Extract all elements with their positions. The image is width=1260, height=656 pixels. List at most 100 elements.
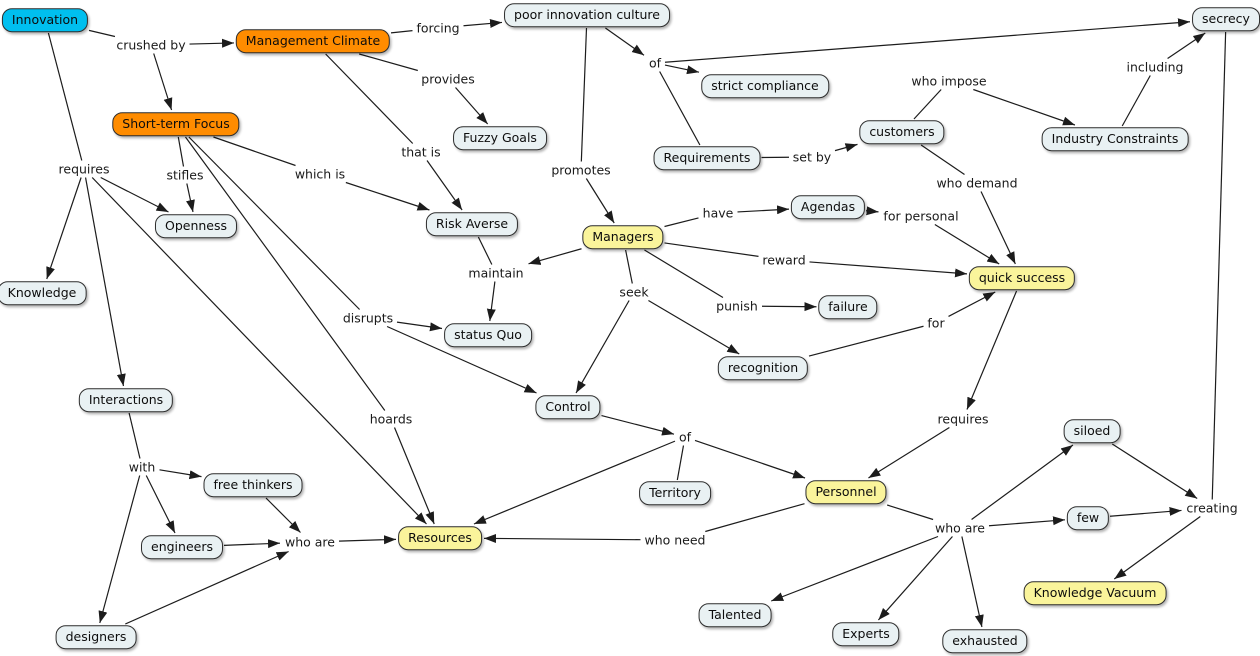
edge-customers-who-demand — [920, 144, 965, 175]
concept-node-customers[interactable]: customers — [859, 120, 945, 144]
edge-seek-control — [575, 300, 630, 394]
concept-node-fuzzy-goals[interactable]: Fuzzy Goals — [453, 126, 547, 150]
concept-node-engineers[interactable]: engineers — [141, 535, 223, 559]
edge-of2-territory — [676, 445, 685, 481]
concept-node-status-quo[interactable]: status Quo — [444, 323, 532, 347]
linking-phrase-forcing[interactable]: forcing — [413, 20, 463, 36]
linking-phrase-who-are1[interactable]: who are — [282, 534, 338, 550]
concept-node-few[interactable]: few — [1066, 506, 1110, 530]
concept-node-knowledge[interactable]: Knowledge — [0, 281, 87, 305]
edge-of2-personnel — [694, 439, 806, 479]
edge-who-are2-few — [988, 516, 1066, 527]
concept-node-interactions[interactable]: Interactions — [78, 388, 174, 412]
linking-phrase-maintain[interactable]: maintain — [465, 265, 527, 281]
linking-phrase-for-personal[interactable]: for personal — [880, 208, 962, 224]
edge-short-term-focus-disrupts — [188, 136, 361, 310]
linking-phrase-which-is[interactable]: which is — [291, 166, 349, 182]
concept-node-experts[interactable]: Experts — [832, 622, 900, 646]
linking-phrase-who-demand[interactable]: who demand — [933, 175, 1021, 191]
edge-risk-averse-maintain — [477, 236, 493, 265]
edge-crushed-by-short-term-focus — [153, 53, 173, 111]
linking-phrase-creating[interactable]: creating — [1183, 500, 1241, 516]
linking-phrase-of1[interactable]: of — [645, 55, 665, 71]
concept-node-agendas[interactable]: Agendas — [790, 195, 866, 219]
concept-node-siloed[interactable]: siloed — [1063, 419, 1121, 443]
linking-phrase-promotes[interactable]: promotes — [548, 162, 614, 178]
edge-of1-secrecy — [664, 18, 1191, 63]
edge-who-are2-exhausted — [961, 536, 984, 628]
edge-provides-fuzzy-goals — [455, 87, 489, 125]
edge-have-agendas — [737, 205, 790, 215]
concept-node-innovation[interactable]: Innovation — [1, 8, 89, 32]
linking-phrase-provides[interactable]: provides — [418, 71, 478, 87]
concept-node-openness[interactable]: Openness — [154, 214, 238, 238]
edge-requires1-resources — [91, 177, 427, 525]
linking-phrase-punish[interactable]: punish — [713, 298, 761, 314]
concept-node-recognition[interactable]: recognition — [717, 356, 809, 380]
concept-node-exhausted[interactable]: exhausted — [942, 629, 1028, 653]
linking-phrase-requires2[interactable]: requires — [934, 411, 992, 427]
concept-node-industry-constraints[interactable]: Industry Constraints — [1041, 127, 1189, 151]
concept-node-failure[interactable]: failure — [818, 295, 878, 319]
edge-stifles-openness — [186, 183, 195, 213]
linking-phrase-who-are2[interactable]: who are — [932, 520, 988, 536]
edge-promotes-managers — [585, 178, 615, 224]
edge-creating-knowledge-vacuum — [1113, 516, 1201, 580]
edge-few-creating — [1109, 506, 1182, 517]
edge-secrecy-creating — [1211, 31, 1227, 500]
edge-managers-have — [664, 217, 699, 228]
edge-managers-punish — [644, 249, 724, 299]
edge-hoards-resources — [393, 427, 435, 525]
edge-managers-reward — [664, 242, 759, 257]
linking-phrase-seek[interactable]: seek — [616, 284, 652, 300]
linking-phrase-for1[interactable]: for — [924, 315, 948, 331]
edge-personnel-who-need — [705, 503, 805, 533]
concept-node-quick-success[interactable]: quick success — [968, 266, 1076, 290]
concept-node-personnel[interactable]: Personnel — [805, 480, 887, 504]
linking-phrase-requires1[interactable]: requires — [55, 161, 113, 177]
linking-phrase-disrupts[interactable]: disrupts — [339, 310, 397, 326]
concept-node-short-term-focus[interactable]: Short-term Focus — [112, 112, 240, 136]
concept-node-knowledge-vacuum[interactable]: Knowledge Vacuum — [1023, 581, 1167, 605]
edge-innovation-crushed-by — [88, 29, 116, 38]
edge-including-secrecy — [1167, 32, 1206, 59]
concept-node-talented[interactable]: Talented — [698, 603, 772, 627]
edge-of1-requirements — [659, 71, 701, 146]
linking-phrase-crushed-by[interactable]: crushed by — [113, 37, 189, 53]
concept-node-managers[interactable]: Managers — [582, 225, 664, 249]
concept-node-territory[interactable]: Territory — [639, 481, 711, 505]
concept-node-designers[interactable]: designers — [55, 625, 137, 649]
linking-phrase-with1[interactable]: with — [125, 459, 159, 475]
concept-node-resources[interactable]: Resources — [398, 526, 482, 550]
linking-phrase-have[interactable]: have — [699, 205, 737, 221]
linking-phrase-hoards[interactable]: hoards — [366, 411, 416, 427]
edge-designers-who-are1 — [125, 550, 289, 625]
linking-phrase-of2[interactable]: of — [675, 429, 695, 445]
concept-node-management-climate[interactable]: Management Climate — [235, 29, 391, 53]
edge-innovation-requires1 — [47, 32, 83, 161]
edge-who-demand-quick-success — [980, 191, 1016, 265]
edge-who-are1-resources — [338, 535, 397, 545]
edge-engineers-who-are1 — [223, 539, 281, 549]
concept-node-requirements[interactable]: Requirements — [653, 146, 761, 170]
edge-customers-who-impose — [913, 89, 942, 120]
edge-industry-constraints-including — [1121, 75, 1151, 127]
linking-phrase-who-impose[interactable]: who impose — [908, 73, 990, 89]
edge-requires2-personnel — [868, 426, 950, 479]
linking-phrase-stifles[interactable]: stifles — [163, 167, 207, 183]
concept-node-poor-innovation-culture[interactable]: poor innovation culture — [504, 3, 670, 27]
linking-phrase-who-need[interactable]: who need — [641, 532, 709, 548]
concept-node-risk-averse[interactable]: Risk Averse — [425, 212, 519, 236]
concept-node-strict-compliance[interactable]: strict compliance — [701, 74, 829, 98]
concept-node-free-thinkers[interactable]: free thinkers — [203, 473, 303, 497]
linking-phrase-including[interactable]: including — [1123, 59, 1187, 75]
linking-phrase-reward[interactable]: reward — [759, 252, 809, 268]
concept-node-control[interactable]: Control — [535, 395, 601, 419]
concept-node-secrecy[interactable]: secrecy — [1192, 7, 1260, 31]
edge-interactions-with1 — [128, 412, 141, 459]
linking-phrase-that-is[interactable]: that is — [398, 144, 444, 160]
linking-phrase-set-by[interactable]: set by — [789, 149, 835, 165]
edge-managers-seek — [625, 249, 633, 284]
